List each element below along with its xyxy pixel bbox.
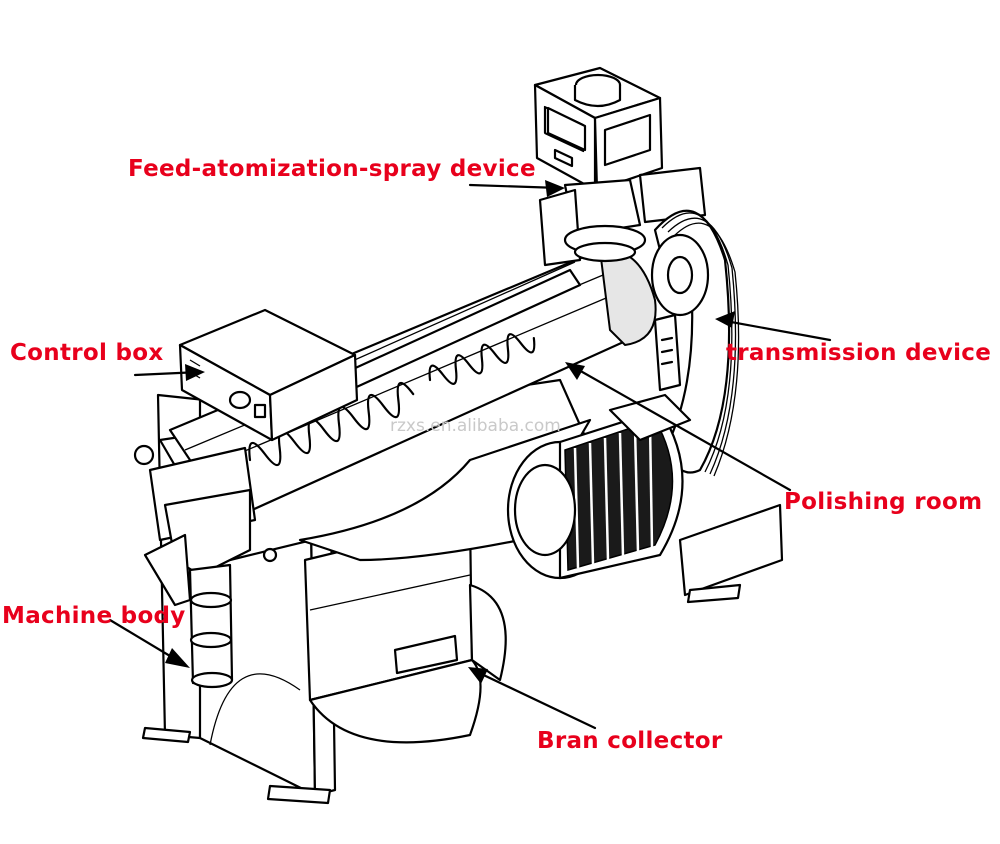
label-bran-collector: Bran collector — [537, 728, 723, 754]
bran-arrow — [471, 668, 597, 730]
body-arrowhead — [165, 648, 190, 668]
bran-collector — [303, 518, 507, 744]
leader-arrows — [108, 180, 832, 730]
polishing-arrowhead — [565, 362, 585, 380]
feed-arrowhead — [545, 180, 565, 197]
feed-hopper — [533, 66, 664, 267]
label-control-box: Control box — [10, 340, 164, 366]
transmission-arrowhead — [715, 311, 735, 328]
screw-flights — [248, 333, 536, 467]
label-machine-body: Machine body — [2, 603, 186, 629]
feed-arrow — [468, 183, 562, 190]
bran-arrowhead — [468, 667, 488, 684]
control-box — [178, 308, 359, 442]
label-polishing-room: Polishing room — [784, 489, 983, 515]
label-feed-device: Feed-atomization-spray device — [128, 156, 536, 182]
polishing-arrow — [568, 363, 792, 492]
transmission-arrow — [718, 318, 832, 342]
control-arrowhead — [185, 364, 205, 381]
motor — [506, 393, 692, 580]
discharge-chute — [143, 488, 252, 689]
watermark-text: rzxs.en.alibaba.com — [390, 416, 561, 436]
label-transmission-device: transmission device — [726, 340, 992, 366]
transmission-belts — [638, 166, 740, 477]
